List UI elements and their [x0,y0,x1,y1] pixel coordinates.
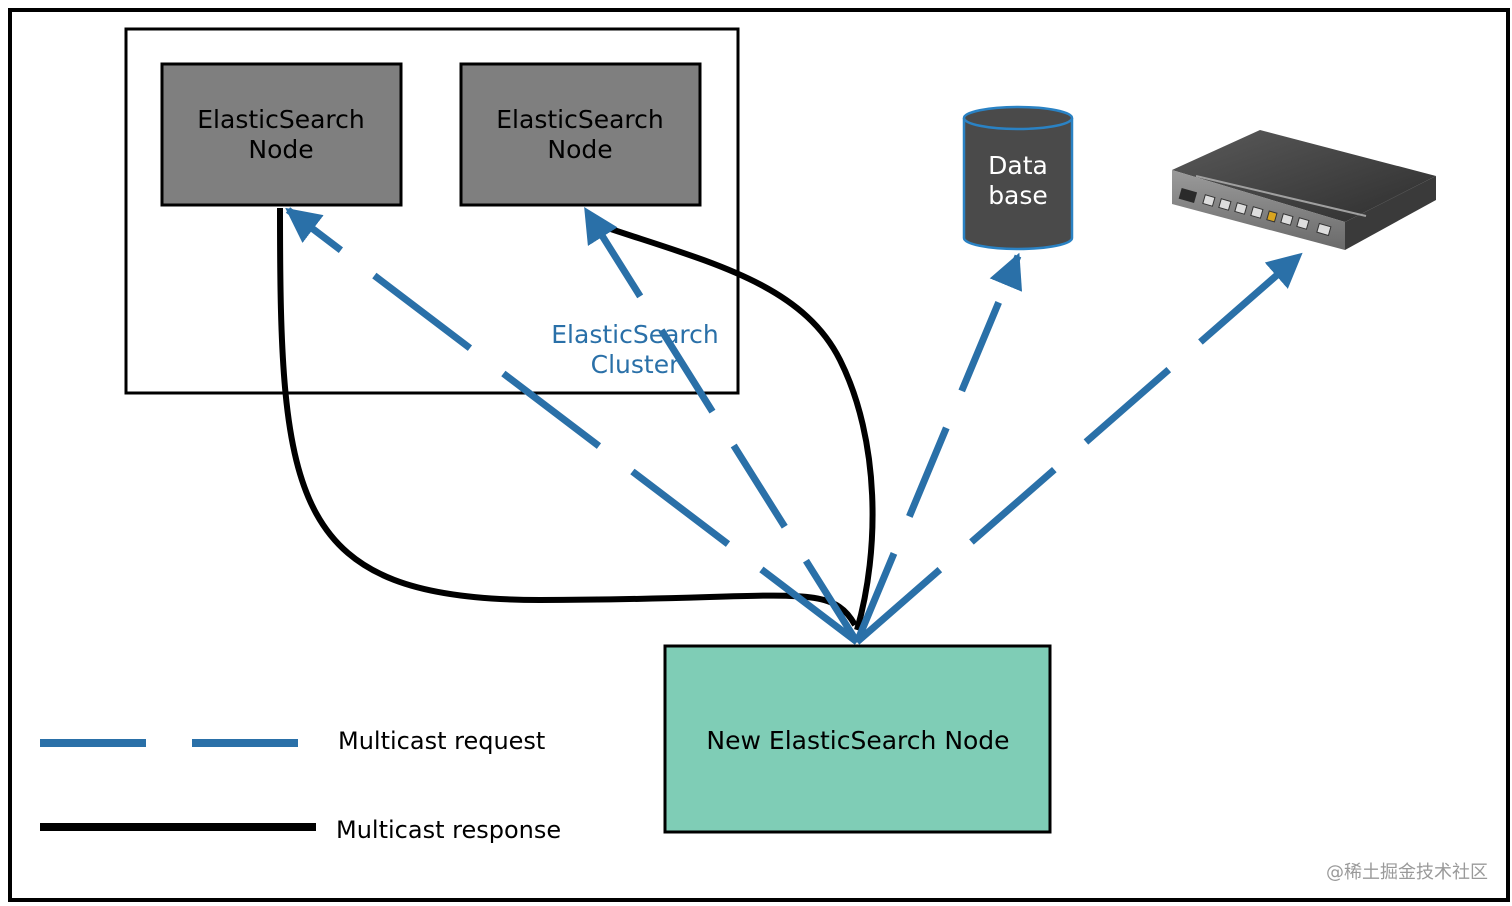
cluster-container [124,27,740,395]
cluster-label-line1: ElasticSearch [551,320,718,349]
elasticsearch-node-2: ElasticSearch Node [459,62,702,207]
elasticsearch-node-2-title: ElasticSearch [496,105,663,134]
new-elasticsearch-node-box [663,644,1052,834]
multicast-response-to-node-1 [277,207,858,627]
elasticsearch-node-1: ElasticSearch Node [160,62,403,207]
multicast-response-to-node-2 [589,219,876,631]
multicast-request-to-database [853,252,1023,644]
database-label-line2: base [988,181,1048,210]
multicast-request-to-device [854,252,1303,645]
legend-response-label: Multicast response [336,816,561,844]
elasticsearch-node-2-subtitle: Node [547,135,612,164]
elasticsearch-node-1-subtitle: Node [248,135,313,164]
elasticsearch-node-2-box [459,62,702,207]
database-icon [962,105,1074,251]
multicast-request-to-node-1 [285,207,860,645]
legend-request-label: Multicast request [338,727,545,755]
new-elasticsearch-node: New ElasticSearch Node [663,644,1052,834]
elasticsearch-node-1-title: ElasticSearch [197,105,364,134]
multicast-request-to-node-2 [583,207,860,644]
new-elasticsearch-node-label: New ElasticSearch Node [706,726,1009,755]
database: Data base [962,105,1074,251]
database-label-line1: Data [988,151,1048,180]
network-appliance-icon [1172,130,1436,250]
cluster-label-line2: Cluster [591,350,680,379]
watermark: @稀土掘金技术社区 [1326,862,1488,883]
elasticsearch-node-1-box [160,62,403,207]
legend: Multicast request Multicast response [40,727,561,844]
